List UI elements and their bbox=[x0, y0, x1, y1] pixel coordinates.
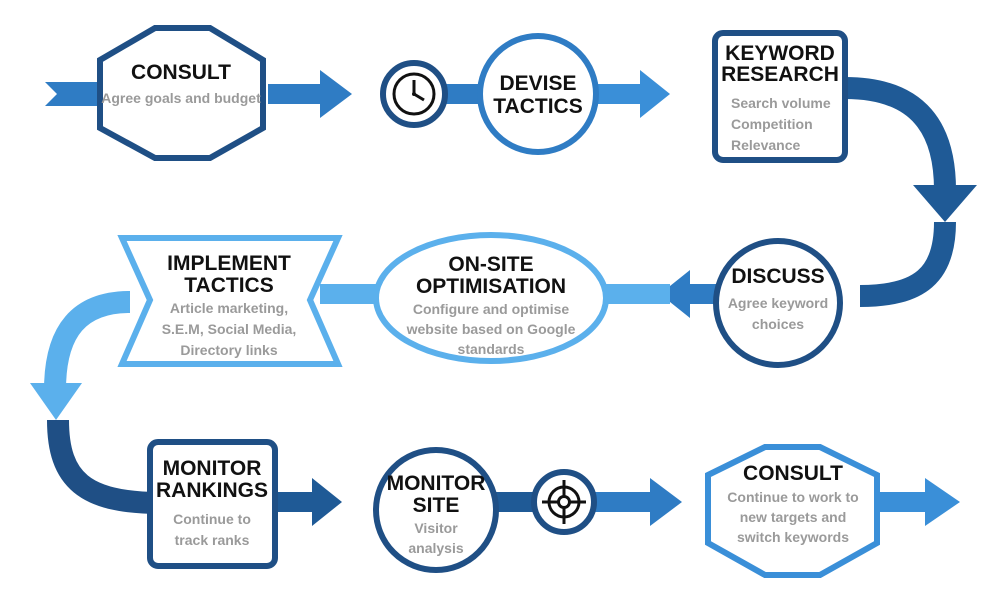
curved-arrow-right-head bbox=[913, 185, 977, 222]
step-title: RESEARCH bbox=[721, 63, 839, 86]
step-subtitle: Continue to bbox=[173, 511, 251, 527]
step-consult: CONSULT Agree goals and budget bbox=[97, 25, 266, 161]
step-subtitle: new targets and bbox=[740, 509, 847, 525]
step-title: KEYWORD bbox=[725, 42, 835, 65]
arrow-connector bbox=[660, 270, 735, 318]
step-discuss: DISCUSS Agree keyword choices bbox=[713, 238, 843, 368]
step-title: RANKINGS bbox=[156, 479, 268, 502]
step-title: DISCUSS bbox=[731, 265, 824, 288]
step-subtitle: Visitor bbox=[414, 520, 458, 536]
step-subtitle: Search volume bbox=[731, 95, 831, 111]
step-onsite-optimisation: ON-SITE OPTIMISATION Configure and optim… bbox=[373, 232, 609, 364]
step-title: CONSULT bbox=[131, 61, 231, 84]
step-subtitle: Continue to work to bbox=[727, 489, 858, 505]
step-subtitle: website based on Google bbox=[406, 321, 576, 337]
step-subtitle: analysis bbox=[408, 540, 463, 556]
curved-arrow-left bbox=[44, 291, 131, 391]
curved-arrow-left-lower bbox=[47, 419, 161, 514]
step-subtitle: track ranks bbox=[175, 532, 250, 548]
curved-arrow-right bbox=[844, 77, 956, 191]
step-devise-tactics: DEVISE TACTICS bbox=[477, 33, 599, 155]
arrow-connector bbox=[268, 70, 352, 118]
circle-shape bbox=[373, 447, 499, 573]
step-title: SITE bbox=[413, 494, 460, 517]
step-title: TACTICS bbox=[184, 274, 273, 297]
arrow-connector bbox=[592, 70, 670, 118]
ellipse-shape bbox=[373, 232, 609, 364]
arrow-connector bbox=[590, 478, 682, 526]
step-subtitle: Agree goals and budget bbox=[101, 90, 261, 106]
step-consult-final: CONSULT Continue to work to new targets … bbox=[705, 444, 880, 578]
hexagon-shape bbox=[97, 25, 266, 161]
arrow-connector bbox=[870, 478, 960, 526]
curved-arrow-left-head bbox=[30, 383, 82, 420]
rect-shape bbox=[147, 439, 278, 569]
clock-icon bbox=[380, 60, 448, 128]
bowtie-shape bbox=[117, 235, 343, 367]
step-subtitle: Agree keyword bbox=[728, 295, 828, 311]
rect-shape bbox=[712, 30, 848, 163]
curved-arrow-right-lower bbox=[859, 221, 956, 307]
tail-chevron bbox=[45, 82, 110, 106]
hexagon-shape bbox=[705, 444, 880, 578]
step-subtitle: standards bbox=[458, 341, 525, 357]
step-title: OPTIMISATION bbox=[416, 275, 566, 298]
step-subtitle: Relevance bbox=[731, 137, 800, 153]
step-title: ON-SITE bbox=[448, 253, 533, 276]
step-keyword-research: KEYWORD RESEARCH Search volume Competiti… bbox=[712, 30, 848, 163]
circle-shape bbox=[713, 238, 843, 368]
step-subtitle: choices bbox=[752, 316, 804, 332]
step-subtitle: Configure and optimise bbox=[413, 301, 570, 317]
step-implement-tactics: IMPLEMENT TACTICS Article marketing, S.E… bbox=[117, 235, 343, 367]
step-title: IMPLEMENT bbox=[167, 252, 291, 275]
target-icon bbox=[531, 469, 597, 535]
step-title: DEVISE bbox=[499, 72, 576, 95]
step-monitor-site: MONITOR SITE Visitor analysis bbox=[373, 447, 499, 573]
step-subtitle: switch keywords bbox=[737, 529, 849, 545]
step-subtitle: S.E.M, Social Media, bbox=[162, 321, 297, 337]
step-title: TACTICS bbox=[493, 95, 582, 118]
step-title: MONITOR bbox=[163, 457, 262, 480]
step-subtitle: Directory links bbox=[180, 342, 277, 358]
step-title: CONSULT bbox=[743, 462, 843, 485]
arrow-connector bbox=[320, 284, 385, 304]
circle-shape bbox=[477, 33, 599, 155]
arrow-connector bbox=[600, 284, 670, 304]
arrow-connector bbox=[270, 478, 342, 526]
step-monitor-rankings: MONITOR RANKINGS Continue to track ranks bbox=[147, 439, 278, 569]
step-title: MONITOR bbox=[387, 472, 486, 495]
step-subtitle: Article marketing, bbox=[170, 300, 288, 316]
step-subtitle: Competition bbox=[731, 116, 813, 132]
